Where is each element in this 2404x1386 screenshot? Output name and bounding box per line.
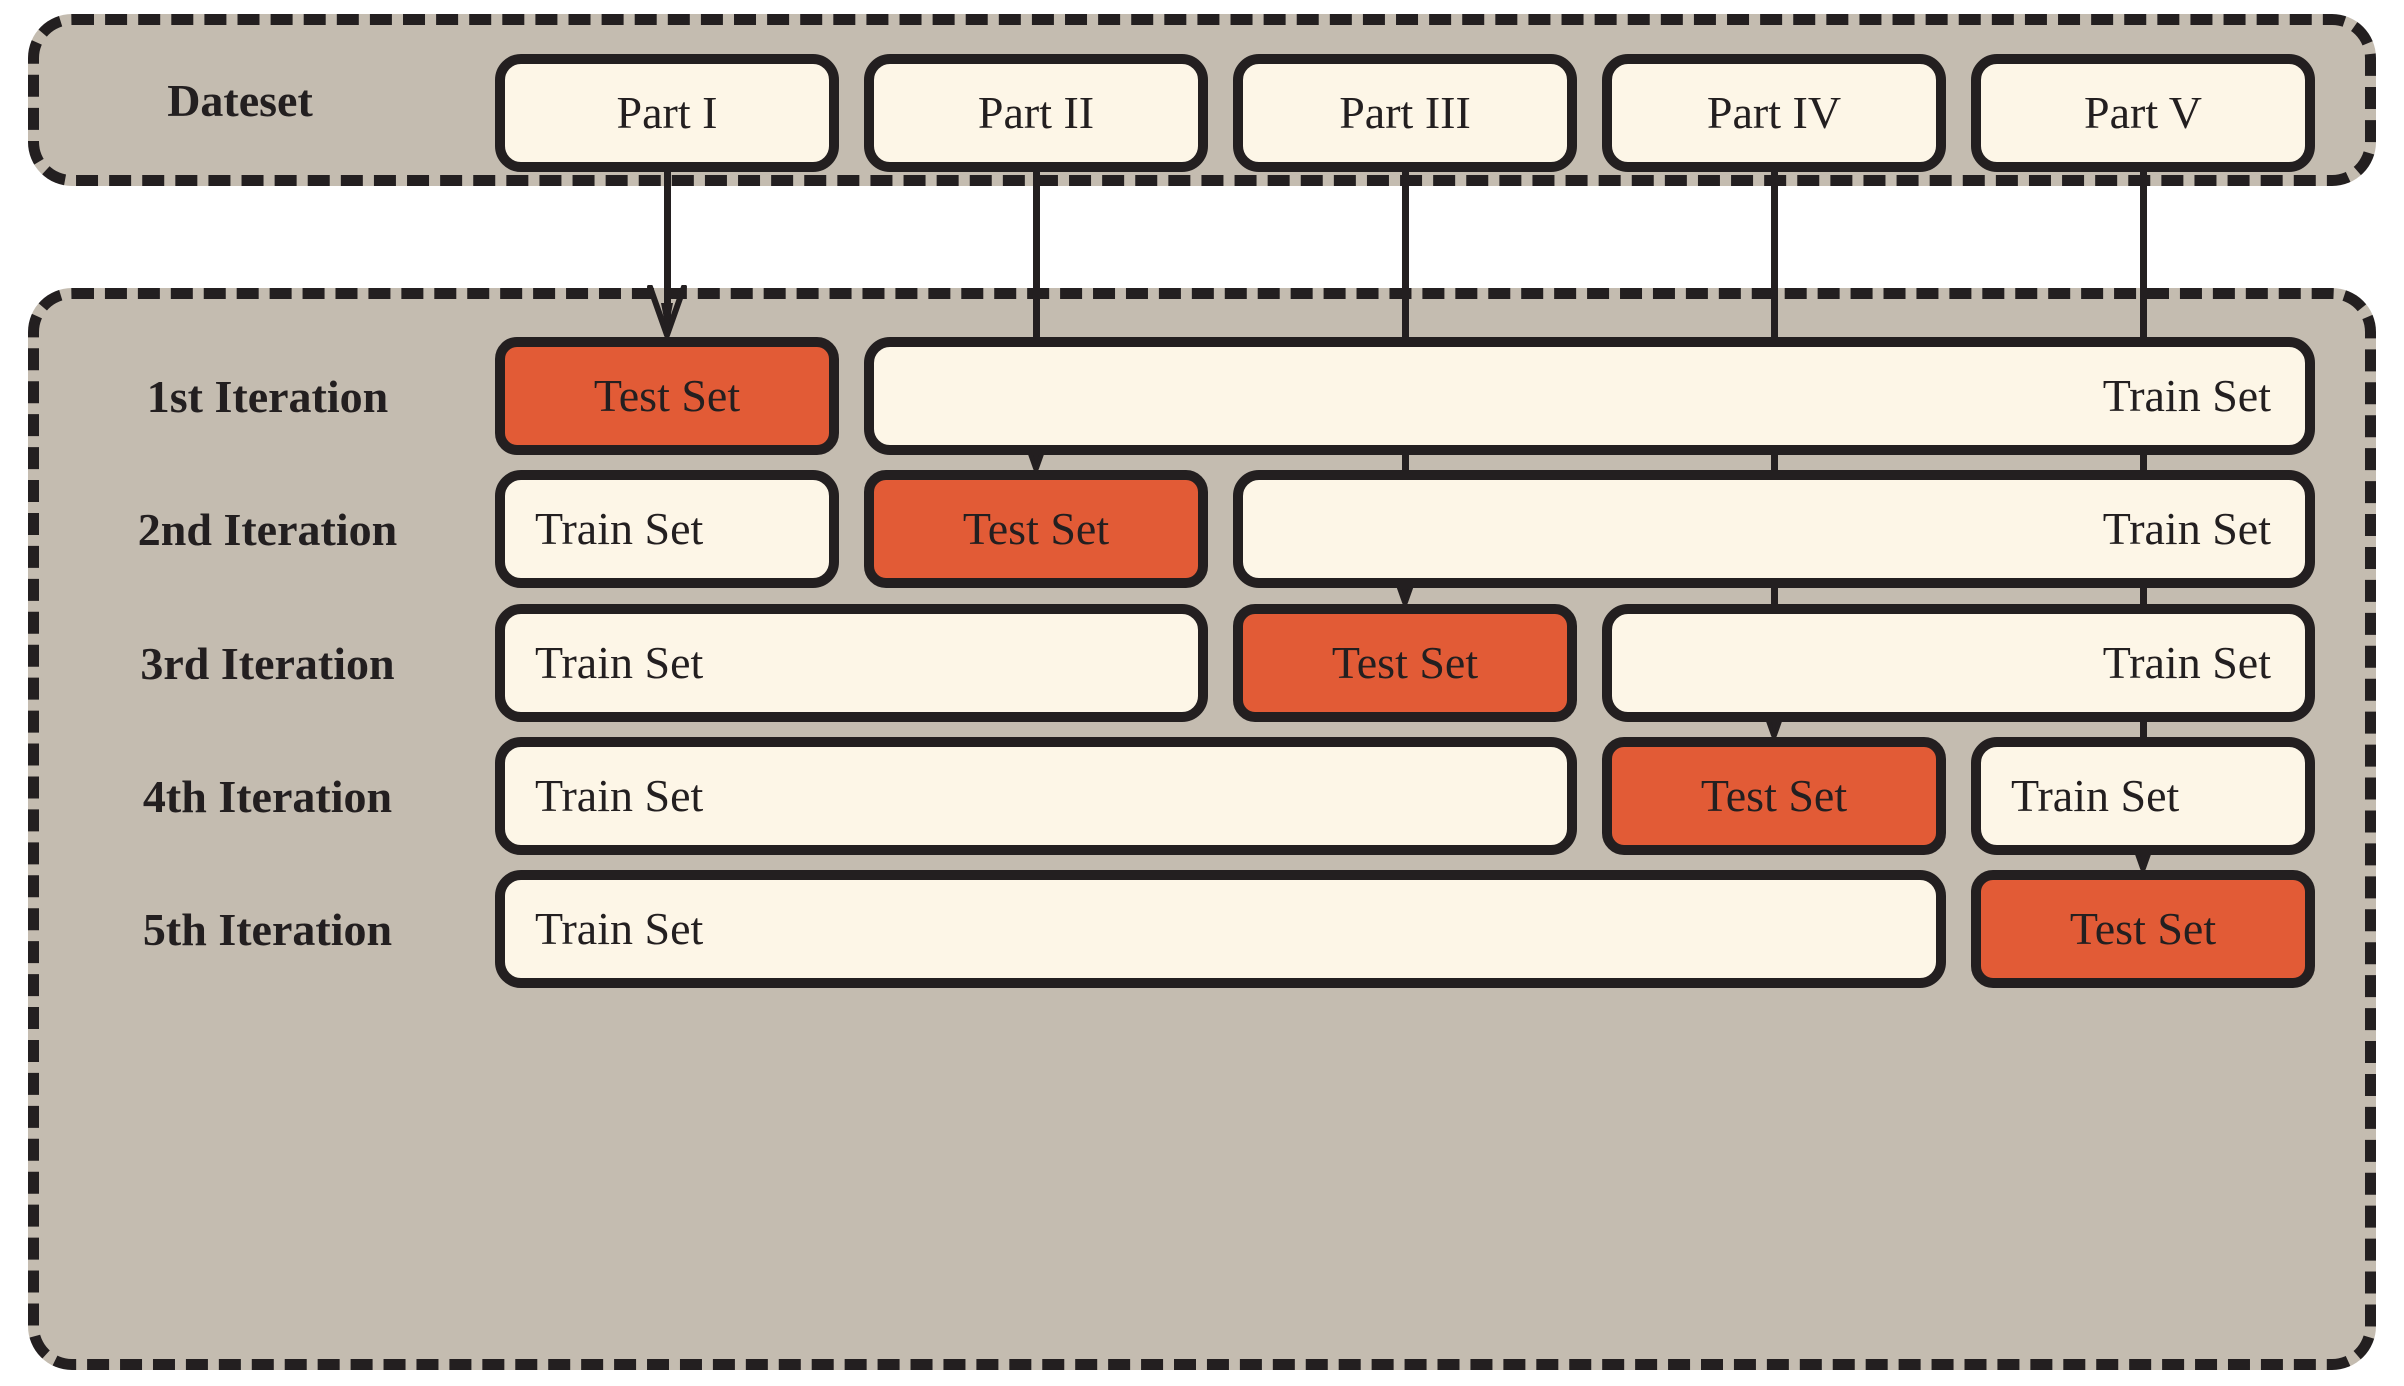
train-set-box-r2-c1[interactable]: Train Set xyxy=(495,470,839,588)
train-set-box-r2-c3[interactable]: Train Set xyxy=(1233,470,2315,588)
test-set-box-r2-c2-label: Test Set xyxy=(962,503,1110,554)
dataset-part-1-label: Part I xyxy=(616,87,718,138)
train-set-box-r2-c1-label: Train Set xyxy=(535,503,704,554)
iteration-row-label-5: 5th Iteration xyxy=(142,903,393,955)
test-set-box-r4-c2[interactable]: Test Set xyxy=(1602,737,1946,855)
test-set-box-r3-c2-label: Test Set xyxy=(1331,637,1479,688)
train-set-box-r3-c1-label: Train Set xyxy=(535,637,704,688)
iteration-row-label-2: 2nd Iteration xyxy=(137,503,398,555)
train-set-box-r3-c3[interactable]: Train Set xyxy=(1602,604,2315,722)
train-set-box-r2-c3-label: Train Set xyxy=(2102,503,2271,554)
test-set-box-r5-c2-label: Test Set xyxy=(2069,903,2217,954)
dataset-part-5[interactable]: Part V xyxy=(1971,54,2315,172)
connector-line-2 xyxy=(1033,172,1040,466)
dataset-part-5-label: Part V xyxy=(2084,87,2202,138)
test-set-box-r4-c2-label: Test Set xyxy=(1700,770,1848,821)
test-set-box-r5-c2[interactable]: Test Set xyxy=(1971,870,2315,988)
dataset-part-4[interactable]: Part IV xyxy=(1602,54,1946,172)
train-set-box-r1-c2[interactable]: Train Set xyxy=(864,337,2315,455)
train-set-box-r3-c1[interactable]: Train Set xyxy=(495,604,1208,722)
train-set-box-r5-c1-label: Train Set xyxy=(535,903,704,954)
iteration-row-label-3: 3rd Iteration xyxy=(140,637,395,689)
test-set-box-r1-c1-label: Test Set xyxy=(593,370,741,421)
test-set-box-r2-c2[interactable]: Test Set xyxy=(864,470,1208,588)
test-set-box-r1-c1[interactable]: Test Set xyxy=(495,337,839,455)
dataset-part-4-label: Part IV xyxy=(1706,87,1842,138)
dataset-part-1[interactable]: Part I xyxy=(495,54,839,172)
iteration-row-label-1: 1st Iteration xyxy=(146,370,389,422)
test-set-box-r3-c2[interactable]: Test Set xyxy=(1233,604,1577,722)
dataset-panel-label: Dateset xyxy=(167,74,313,126)
train-set-box-r1-c2-label: Train Set xyxy=(2102,370,2271,421)
train-set-box-r5-c1[interactable]: Train Set xyxy=(495,870,1946,988)
down-arrow-icon-1 xyxy=(641,284,693,338)
dataset-part-2[interactable]: Part II xyxy=(864,54,1208,172)
connector-line-1 xyxy=(664,172,671,333)
dataset-part-2-label: Part II xyxy=(977,87,1095,138)
train-set-box-r4-c3[interactable]: Train Set xyxy=(1971,737,2315,855)
train-set-box-r3-c3-label: Train Set xyxy=(2102,637,2271,688)
dataset-part-3-label: Part III xyxy=(1339,87,1471,138)
train-set-box-r4-c3-label: Train Set xyxy=(2011,770,2180,821)
train-set-box-r4-c1-label: Train Set xyxy=(535,770,704,821)
iteration-row-label-4: 4th Iteration xyxy=(142,770,393,822)
train-set-box-r4-c1[interactable]: Train Set xyxy=(495,737,1577,855)
dataset-part-3[interactable]: Part III xyxy=(1233,54,1577,172)
